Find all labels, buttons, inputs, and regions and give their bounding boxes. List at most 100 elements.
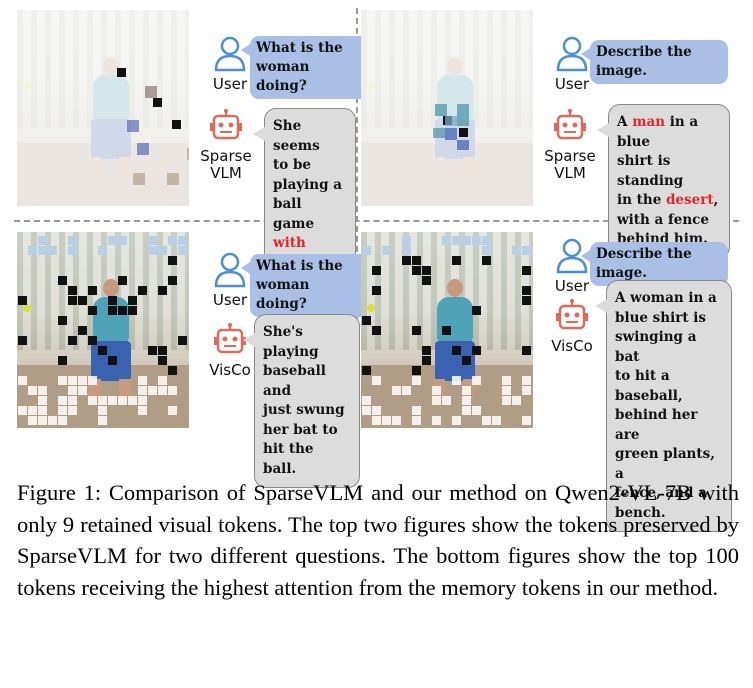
masked-token	[472, 376, 481, 385]
sample-image	[17, 232, 189, 428]
question-line: woman doing?	[256, 59, 310, 94]
answer-line: swinging a bat	[615, 328, 723, 367]
masked-token	[158, 286, 167, 295]
masked-token	[522, 376, 531, 385]
masked-token	[68, 396, 77, 405]
masked-token	[472, 406, 481, 415]
answer-text: to be	[273, 157, 311, 173]
masked-token	[128, 306, 137, 315]
masked-token	[68, 406, 77, 415]
masked-token	[48, 246, 57, 255]
masked-token	[402, 236, 411, 245]
masked-token	[28, 416, 37, 425]
answer-line: shirt is standing	[617, 152, 721, 191]
answer-text: shirt is standing	[617, 153, 684, 189]
masked-token	[148, 236, 157, 245]
masked-token	[68, 336, 77, 345]
masked-token	[472, 346, 481, 355]
masked-token	[502, 396, 511, 405]
answer-text: fence, and a	[615, 485, 707, 501]
user-label: User	[554, 75, 590, 93]
answer-line: baseball and	[263, 362, 351, 401]
masked-token	[462, 396, 471, 405]
masked-token	[492, 416, 501, 425]
question-line: What is the	[256, 40, 343, 56]
masked-token	[98, 416, 107, 425]
masked-token	[168, 406, 177, 415]
masked-token	[148, 346, 157, 355]
masked-token	[482, 256, 491, 265]
masked-token	[502, 376, 511, 385]
horizontal-divider	[14, 220, 739, 222]
masked-token	[442, 236, 451, 245]
masked-token	[452, 236, 461, 245]
masked-token	[382, 246, 391, 255]
masked-token	[118, 236, 127, 245]
masked-token	[38, 386, 47, 395]
masked-token	[18, 406, 27, 415]
masked-token	[522, 416, 531, 425]
masked-token	[402, 246, 411, 255]
masked-token	[48, 416, 57, 425]
user-icon	[214, 36, 246, 72]
masked-token	[98, 406, 107, 415]
masked-token	[38, 416, 47, 425]
robot-icon	[554, 109, 586, 140]
figure-1: User What is the woman doing? Sparse VLM…	[14, 8, 739, 532]
masked-token	[462, 406, 471, 415]
masked-token	[38, 246, 47, 255]
model-avatar: Sparse VLM	[200, 108, 252, 182]
masked-token	[128, 296, 137, 305]
answer-line: She seems	[273, 117, 347, 156]
masked-token	[412, 366, 421, 375]
figure-caption: Figure 1: Comparison of SparseVLM and ou…	[17, 480, 739, 600]
robot-icon	[556, 299, 588, 330]
masked-token	[462, 386, 471, 395]
vertical-divider	[356, 8, 358, 440]
masked-token	[58, 396, 67, 405]
masked-token	[58, 356, 67, 365]
answer-text: her bat to	[263, 421, 338, 438]
masked-token	[168, 256, 177, 265]
model-label: VisCo	[209, 361, 251, 379]
masked-token	[88, 286, 97, 295]
answer-line: to hit a baseball,	[615, 367, 723, 406]
answer-line: A man in a blue	[617, 113, 721, 152]
masked-token	[462, 356, 471, 365]
masked-token	[128, 396, 137, 405]
question-line: Describe the image.	[596, 44, 692, 79]
masked-token	[372, 266, 381, 275]
masked-token	[28, 246, 37, 255]
masked-token	[178, 336, 187, 345]
masked-token	[158, 386, 167, 395]
masked-token	[422, 346, 431, 355]
model-label: Sparse	[200, 147, 252, 165]
masked-token	[118, 396, 127, 405]
masked-token	[28, 386, 37, 395]
masked-token	[18, 376, 27, 385]
masked-token	[412, 266, 421, 275]
sample-image	[361, 232, 533, 428]
masked-token	[108, 296, 117, 305]
question-line: Describe the image.	[596, 246, 692, 281]
answer-line: behind her are	[615, 406, 723, 445]
masked-token	[522, 246, 531, 255]
masked-token	[18, 336, 27, 345]
model-label: Sparse	[544, 147, 596, 165]
masked-token	[482, 416, 491, 425]
answer-text: She seems	[273, 118, 320, 154]
masked-token	[392, 416, 401, 425]
masked-token	[362, 246, 371, 255]
user-avatar: User	[546, 238, 598, 295]
masked-token	[362, 316, 371, 325]
masked-token	[138, 386, 147, 395]
answer-text: She's	[263, 324, 303, 340]
masked-token	[158, 356, 167, 365]
answer-line: just swung	[263, 401, 351, 421]
answer-text: just swung	[263, 402, 345, 418]
answer-text: behind her are	[615, 407, 698, 443]
question-bubble: Describe the image.	[581, 40, 728, 84]
masked-token	[138, 396, 147, 405]
user-icon	[556, 238, 588, 274]
